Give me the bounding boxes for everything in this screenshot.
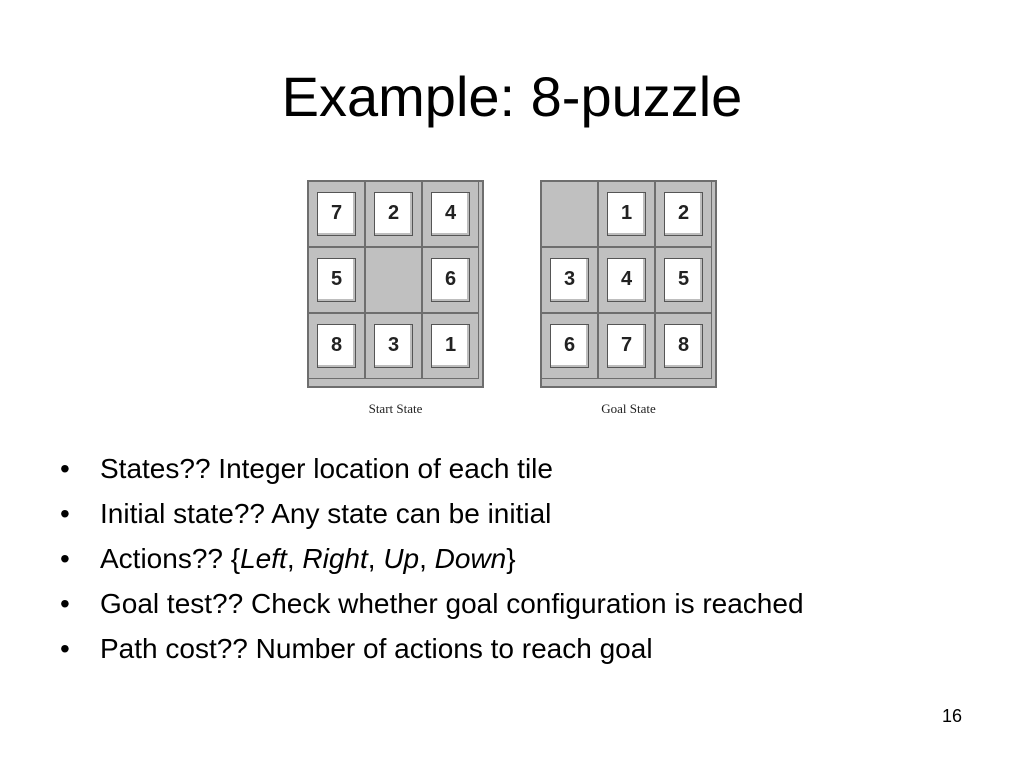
action-up: Up bbox=[383, 543, 420, 574]
puzzle-tile: 7 bbox=[607, 324, 646, 368]
puzzle-tile: 6 bbox=[431, 258, 470, 302]
bullet-actions: • Actions?? {Left, Right, Up, Down} bbox=[60, 536, 804, 581]
puzzle-cell: 4 bbox=[422, 181, 479, 247]
action-left: Left bbox=[240, 543, 287, 574]
puzzle-cell: 8 bbox=[308, 313, 365, 379]
action-separator: , bbox=[419, 543, 435, 574]
puzzle-cell: 6 bbox=[422, 247, 479, 313]
bullet-path-cost-text: Path cost?? Number of actions to reach g… bbox=[100, 633, 653, 664]
bullet-states: • States?? Integer location of each tile bbox=[60, 446, 804, 491]
bullet-goal-test: • Goal test?? Check whether goal configur… bbox=[60, 581, 804, 626]
puzzle-cell: 7 bbox=[598, 313, 655, 379]
bullet-list: •States?? Integer location of each tile … bbox=[60, 446, 804, 671]
actions-prefix: Actions?? { bbox=[100, 543, 241, 574]
slide-title: Example: 8-puzzle bbox=[281, 65, 743, 128]
bullet-states-text: States?? Integer location of each tile bbox=[100, 453, 553, 484]
bullet-dot: • bbox=[60, 588, 70, 619]
puzzle-tile: 8 bbox=[664, 324, 703, 368]
puzzle-cell: 2 bbox=[655, 181, 712, 247]
puzzle-cell: 1 bbox=[422, 313, 479, 379]
goal-state-label: Goal State bbox=[601, 401, 656, 416]
start-state-label: Start State bbox=[368, 401, 423, 416]
puzzle-cell: 4 bbox=[598, 247, 655, 313]
puzzle-cell: 6 bbox=[541, 313, 598, 379]
puzzle-tile: 3 bbox=[374, 324, 413, 368]
puzzle-tile: 3 bbox=[550, 258, 589, 302]
puzzle-tile: 6 bbox=[550, 324, 589, 368]
action-separator: , bbox=[286, 543, 303, 574]
page-number: 16 bbox=[941, 706, 962, 726]
puzzle-cell: 2 bbox=[365, 181, 422, 247]
bullet-dot: • bbox=[60, 543, 70, 574]
puzzle-tile: 2 bbox=[374, 192, 413, 236]
puzzle-cell: 3 bbox=[541, 247, 598, 313]
bullet-path-cost: • Path cost?? Number of actions to reach … bbox=[60, 626, 804, 671]
action-right: Right bbox=[302, 543, 368, 574]
puzzle-tile: 4 bbox=[607, 258, 646, 302]
bullet-goal-test-text: Goal test?? Check whether goal configura… bbox=[100, 588, 804, 619]
bullet-dot: • bbox=[60, 498, 70, 529]
action-down: Down bbox=[434, 543, 507, 574]
puzzle-tile: 5 bbox=[664, 258, 703, 302]
puzzle-tile: 2 bbox=[664, 192, 703, 236]
action-separator: , bbox=[367, 543, 384, 574]
puzzle-tile: 5 bbox=[317, 258, 356, 302]
puzzle-cell: 7 bbox=[308, 181, 365, 247]
puzzle-cell: 5 bbox=[308, 247, 365, 313]
bullet-dot: • bbox=[60, 453, 70, 484]
puzzle-tile: 1 bbox=[607, 192, 646, 236]
puzzle-cell: 8 bbox=[655, 313, 712, 379]
puzzle-tile: 7 bbox=[317, 192, 356, 236]
bullet-dot: • bbox=[60, 633, 70, 664]
puzzle-blank-cell bbox=[365, 247, 422, 313]
puzzle-cell: 1 bbox=[598, 181, 655, 247]
puzzle-cell: 5 bbox=[655, 247, 712, 313]
bullet-initial-state-text: Initial state?? Any state can be initial bbox=[100, 498, 552, 529]
puzzle-tile: 1 bbox=[431, 324, 470, 368]
bullet-initial-state: • Initial state?? Any state can be initia… bbox=[60, 491, 804, 536]
puzzle-tile: 8 bbox=[317, 324, 356, 368]
puzzle-tile: 4 bbox=[431, 192, 470, 236]
puzzle-cell: 3 bbox=[365, 313, 422, 379]
puzzle-blank-cell bbox=[541, 181, 598, 247]
actions-suffix: } bbox=[506, 543, 516, 574]
